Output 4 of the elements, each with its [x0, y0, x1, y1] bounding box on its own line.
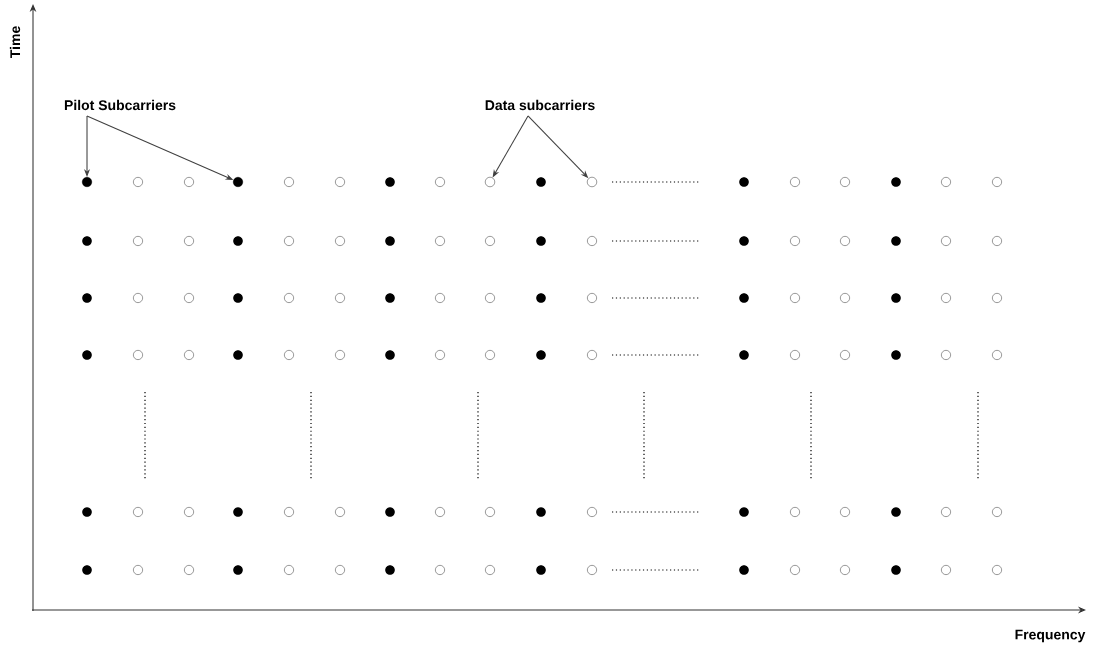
axis-label: Time	[9, 26, 21, 59]
callout-label: Data subcarriers	[485, 99, 595, 111]
axis-label: Frequency	[1015, 629, 1086, 643]
callout-label: Pilot Subcarriers	[64, 99, 176, 111]
